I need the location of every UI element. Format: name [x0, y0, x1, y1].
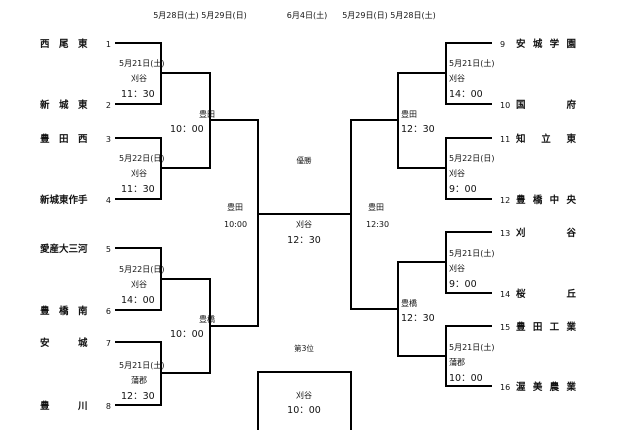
match-venue: 刈谷 [131, 168, 147, 178]
team-name: 桜 丘 [516, 288, 576, 300]
right-r2-matches: 豊田 12：30 豊橋 12：30 [401, 109, 435, 324]
match-date: 5月21日(土) [449, 58, 495, 68]
semi-right-time: 12:30 [366, 220, 389, 229]
match-venue: 刈谷 [131, 73, 147, 83]
team-name: 刈 谷 [516, 227, 576, 239]
header-center-date: 6月4日(土) [287, 10, 327, 20]
match-time: 12：30 [401, 124, 435, 135]
team-name: 安 城 [40, 337, 88, 349]
bracket-line-r2-left-1 [161, 72, 211, 169]
match-venue: 豊田 [401, 109, 417, 119]
match-date: 5月22日(日) [449, 154, 495, 163]
match-venue: 刈谷 [449, 73, 465, 83]
bracket-lines [115, 42, 492, 430]
team-seed: 8 [106, 402, 111, 411]
third-place-venue: 刈谷 [296, 390, 312, 400]
bracket-line-semi-left [210, 119, 259, 327]
match-time: 11：30 [121, 184, 155, 195]
final-venue: 刈谷 [296, 219, 312, 229]
match-venue: 刈谷 [449, 263, 465, 273]
team-name: 愛産大三河 [40, 243, 88, 255]
final-time: 12：30 [287, 235, 321, 246]
match-date: 5月21日(土) [119, 360, 165, 370]
right-r1-matches: 5月21日(土) 刈谷 14：00 5月22日(日) 刈谷 9：00 5月21日… [449, 58, 495, 384]
team-seed: 2 [106, 101, 111, 110]
match-venue: 蒲郡 [449, 357, 465, 367]
team-name: 国 府 [516, 99, 576, 111]
bracket-line-third-place [257, 371, 352, 430]
match-venue: 豊橋 [401, 298, 417, 308]
header-left-dates: 5月28日(土) 5月29日(日) [153, 10, 247, 20]
match-venue: 豊橋 [199, 314, 215, 324]
team-name: 新 城 東 [40, 99, 88, 111]
team-name: 豊田工業 [516, 321, 576, 333]
team-seed: 16 [500, 383, 510, 392]
team-name: 渥美農業 [516, 381, 576, 393]
left-teams: 西 尾 東 1 新 城 東 2 豊 田 西 3 新城東作手 4 愛産大三河 5 … [40, 38, 111, 412]
match-time: 10：00 [170, 329, 204, 340]
team-seed: 14 [500, 290, 510, 299]
third-place-label: 第3位 [294, 343, 314, 353]
team-seed: 5 [106, 245, 111, 254]
match-time: 12：30 [121, 391, 155, 402]
third-place-time: 10：00 [287, 405, 321, 416]
team-name: 豊橋中央 [516, 194, 576, 206]
match-time: 10：00 [449, 373, 483, 384]
match-time: 9：00 [449, 184, 477, 195]
team-seed: 7 [106, 339, 111, 348]
team-seed: 10 [500, 101, 510, 110]
bracket-line-r2-right-2 [397, 261, 446, 357]
right-teams: 9 安城学園 10 国 府 11 知 立 東 12 豊橋中央 13 刈 谷 14… [500, 38, 576, 393]
team-seed: 3 [106, 135, 111, 144]
match-venue: 刈谷 [449, 168, 465, 178]
header-right-dates: 5月29日(日) 5月28日(土) [342, 10, 436, 20]
team-name: 豊 橋 南 [40, 305, 88, 317]
team-seed: 13 [500, 229, 510, 238]
team-name: 新城東作手 [40, 194, 88, 206]
team-name: 豊 川 [40, 400, 88, 412]
team-name: 安城学園 [516, 38, 576, 50]
match-time: 10：00 [170, 124, 204, 135]
left-r1-matches: 5月21日(土) 刈谷 11：30 5月22日(日) 刈谷 11：30 5月22… [119, 58, 165, 402]
match-time: 12：30 [401, 313, 435, 324]
left-r2-matches: 豊田 10：00 豊橋 10：00 [170, 109, 215, 340]
match-venue: 豊田 [199, 109, 215, 119]
match-date: 5月21日(土) [119, 58, 165, 68]
match-date: 5月21日(土) [449, 342, 495, 352]
semi-right-venue: 豊田 [368, 202, 384, 212]
team-seed: 4 [106, 196, 111, 205]
semi-left-time: 10:00 [224, 220, 247, 229]
match-time: 9：00 [449, 279, 477, 290]
team-name: 知 立 東 [515, 133, 576, 145]
team-seed: 15 [500, 323, 510, 332]
team-seed: 1 [106, 40, 111, 49]
match-date: 5月21日(土) [449, 248, 495, 258]
team-seed: 12 [500, 196, 510, 205]
match-time: 14：00 [121, 295, 155, 306]
match-venue: 蒲郡 [131, 375, 147, 385]
bracket-line-r2-left-2 [161, 278, 211, 374]
bracket-line-r2-right-1 [397, 72, 446, 169]
team-seed: 11 [500, 135, 510, 144]
final-label: 優勝 [297, 155, 312, 165]
match-time: 14：00 [449, 89, 483, 100]
match-time: 11：30 [121, 89, 155, 100]
semi-left-venue: 豊田 [227, 202, 243, 212]
team-name: 豊 田 西 [40, 133, 88, 145]
team-seed: 9 [500, 40, 505, 49]
team-name: 西 尾 東 [40, 38, 88, 50]
match-date: 5月22日(日) [119, 154, 165, 163]
bracket-line-semi-right [350, 119, 398, 310]
team-seed: 6 [106, 307, 111, 316]
match-venue: 刈谷 [131, 279, 147, 289]
match-date: 5月22日(日) [119, 265, 165, 274]
